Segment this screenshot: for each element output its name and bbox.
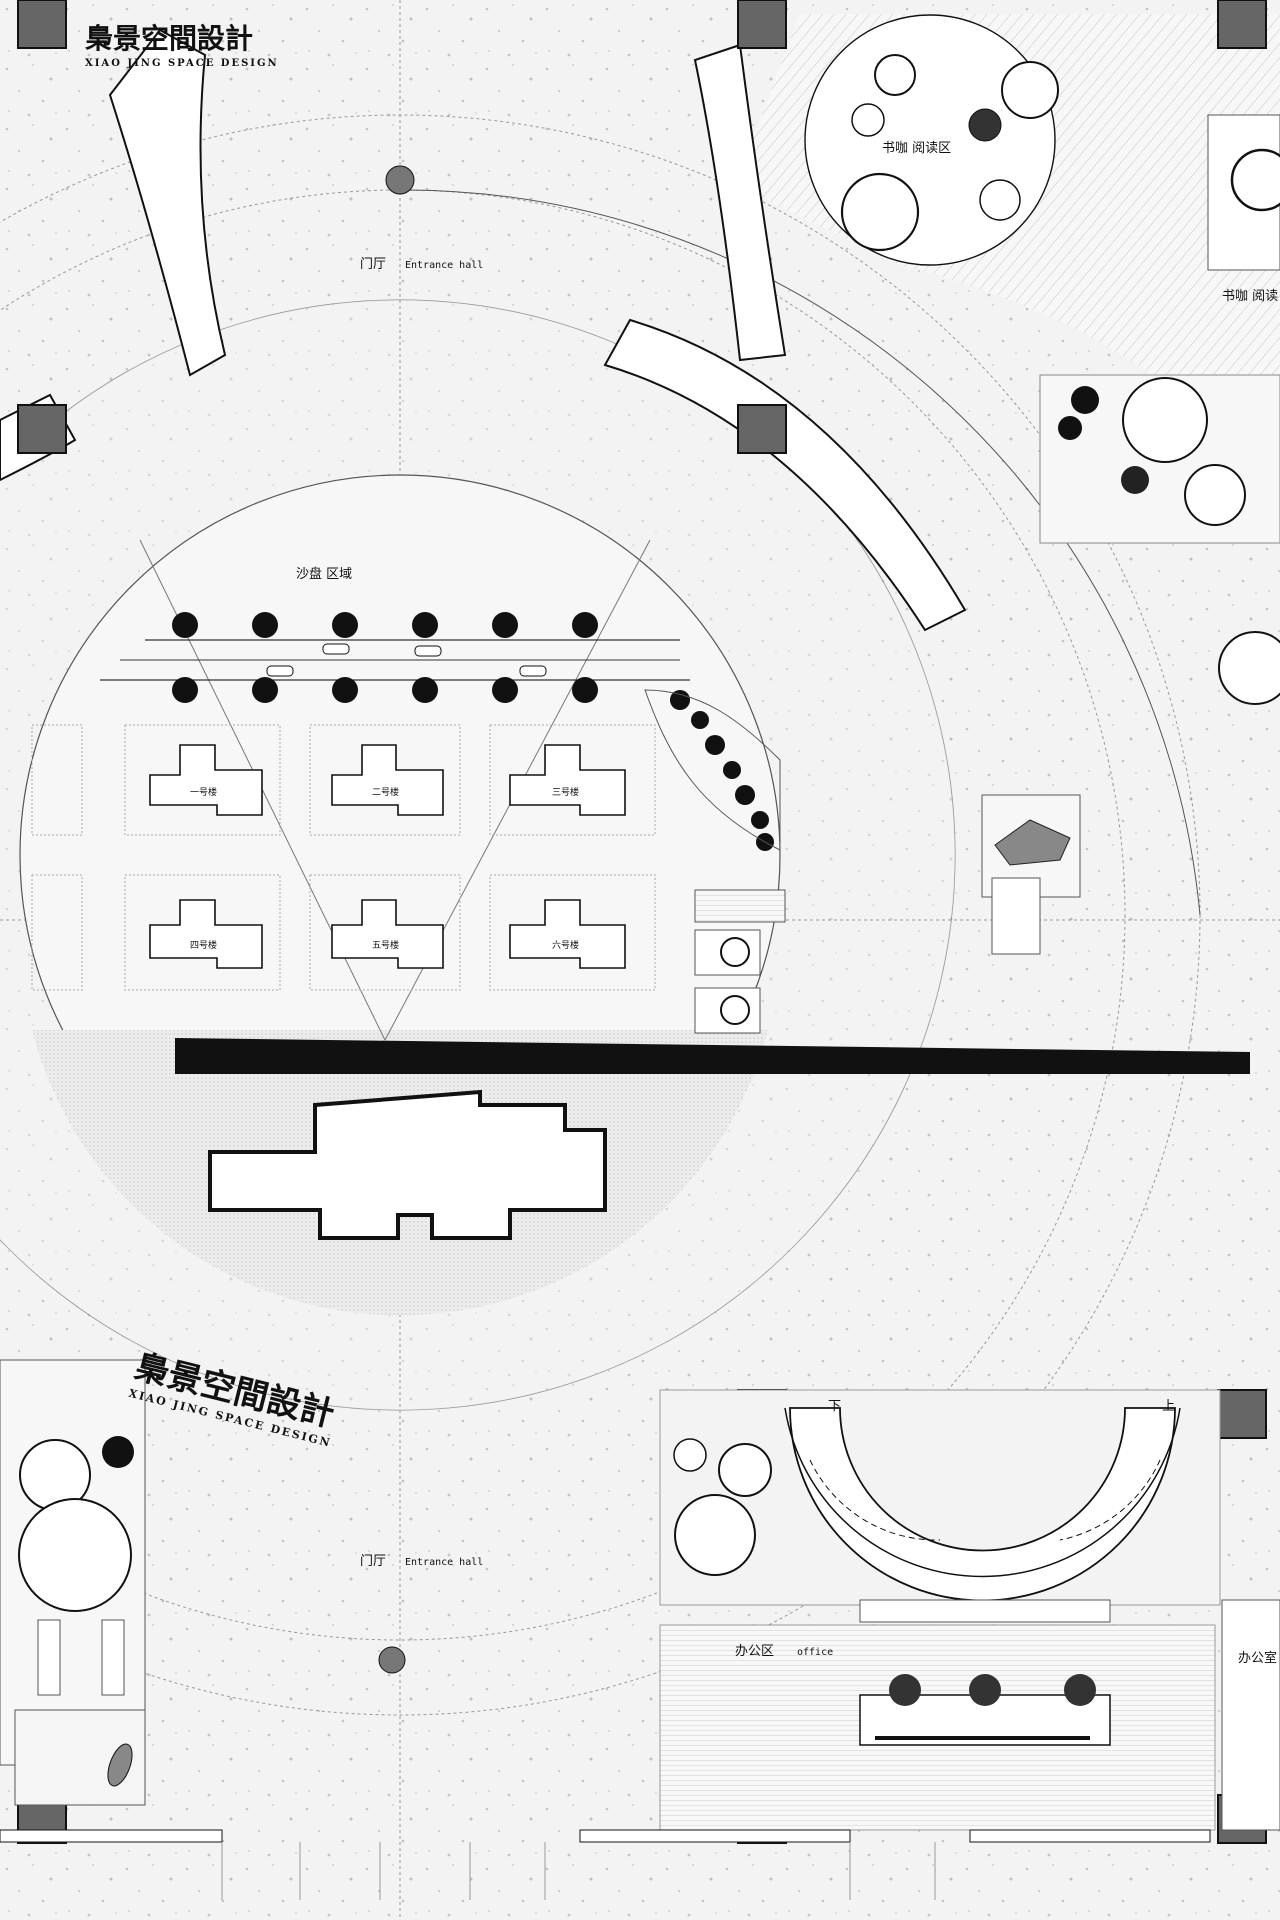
label-hall-top-cn: 门厅 <box>360 257 386 272</box>
curved-wall-segments <box>0 28 967 632</box>
book-cafe-furniture <box>804 14 1280 271</box>
building-labels: 一号楼 二号楼 三号楼 四号楼 五号楼 六号楼 <box>190 786 579 951</box>
label-hall-bottom-en: Entrance hall <box>405 1557 483 1568</box>
building-label-4: 四号楼 <box>190 939 217 951</box>
label-book-cafe: 书咖 阅读区 <box>882 141 951 156</box>
label-book-cafe-right: 书咖 阅读 <box>1222 289 1278 304</box>
building-label-2: 二号楼 <box>372 786 399 798</box>
display-stand <box>981 794 1081 955</box>
model-trees <box>172 612 774 851</box>
model-pavers <box>694 889 786 1034</box>
label-office-en: office <box>797 1647 833 1658</box>
label-office-cn: 办公区 <box>735 1644 774 1659</box>
spiral-stair <box>659 1389 1221 1623</box>
svg-text:XIAO JING SPACE DESIGN: XIAO JING SPACE DESIGN <box>85 58 279 69</box>
building-label-1: 一号楼 <box>190 786 217 798</box>
building-label-3: 三号楼 <box>552 786 579 798</box>
building-label-6: 六号楼 <box>552 939 579 951</box>
main-building-footprint <box>208 1089 607 1240</box>
logo-top: 梟景空間設計 XIAO JING SPACE DESIGN <box>84 22 279 69</box>
label-stair-up: 上 <box>1162 1399 1175 1414</box>
label-hall-bottom-cn: 门厅 <box>360 1554 386 1569</box>
svg-text:梟景空間設計: 梟景空間設計 <box>84 22 253 55</box>
building-footprints <box>149 744 626 969</box>
building-plots <box>31 724 656 991</box>
building-label-5: 五号楼 <box>372 939 399 951</box>
planter-top-right <box>1039 374 1280 544</box>
label-stair-down: 下 <box>828 1399 841 1414</box>
office-area <box>659 1599 1280 1831</box>
label-hall-top-en: Entrance hall <box>405 260 483 271</box>
planter-bottom-left <box>0 1359 146 1806</box>
label-office-room: 办公室 <box>1238 1650 1277 1666</box>
label-sand-table: 沙盘 区域 <box>296 566 352 582</box>
bottom-facade <box>0 1829 1211 1900</box>
feature-wall <box>175 1038 1250 1074</box>
